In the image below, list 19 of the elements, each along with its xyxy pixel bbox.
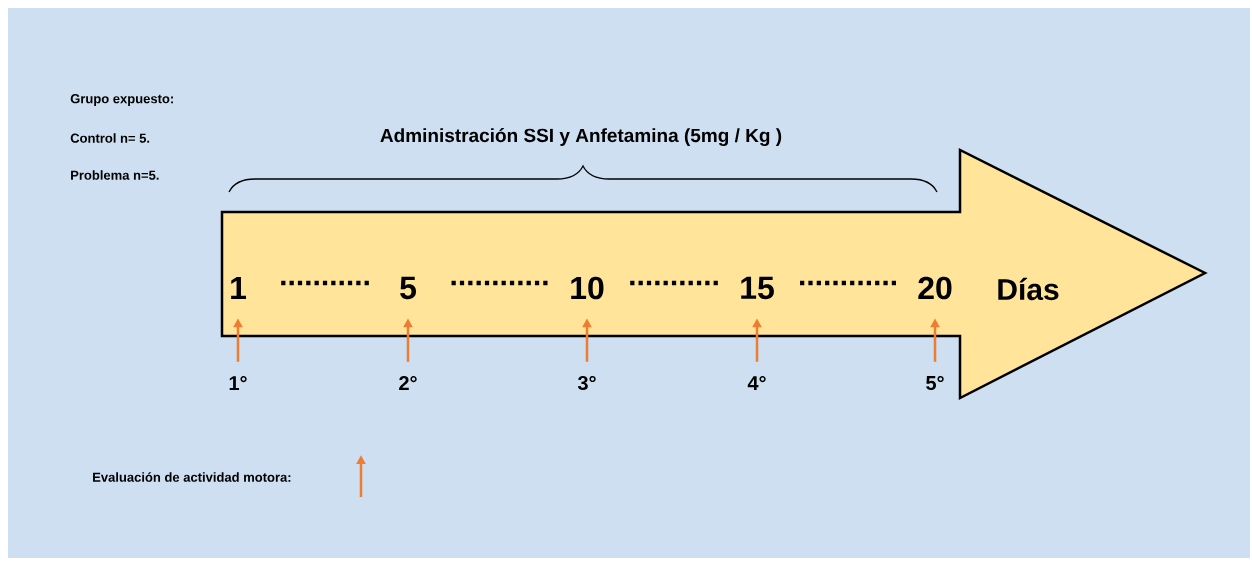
evaluation-number: 3° <box>577 375 596 391</box>
day-number: 15 <box>741 276 774 300</box>
brace-label: Administración SSI y Anfetamina (5mg / Kg ) <box>380 128 782 146</box>
day-number: 1 <box>231 277 246 299</box>
group-label: Problema n=5. <box>71 170 159 180</box>
group-label: Grupo expuesto: <box>70 94 173 106</box>
dotted-leader: ............ <box>800 280 896 286</box>
day-number: 10 <box>571 276 604 300</box>
group-label: Control n= 5. <box>70 133 150 143</box>
dotted-leader: ............ <box>451 280 548 286</box>
dotted-leader: ........... <box>630 280 718 286</box>
day-number: 5 <box>400 276 416 300</box>
evaluation-number: 2° <box>399 376 417 390</box>
evaluation-number: 5° <box>926 375 944 391</box>
evaluation-number: 1° <box>229 376 247 390</box>
legend-text: Evaluación de actividad motora: <box>93 472 291 482</box>
evaluation-number: 4° <box>747 376 766 390</box>
dotted-leader: ........... <box>281 280 369 286</box>
day-number: 20 <box>918 276 952 300</box>
